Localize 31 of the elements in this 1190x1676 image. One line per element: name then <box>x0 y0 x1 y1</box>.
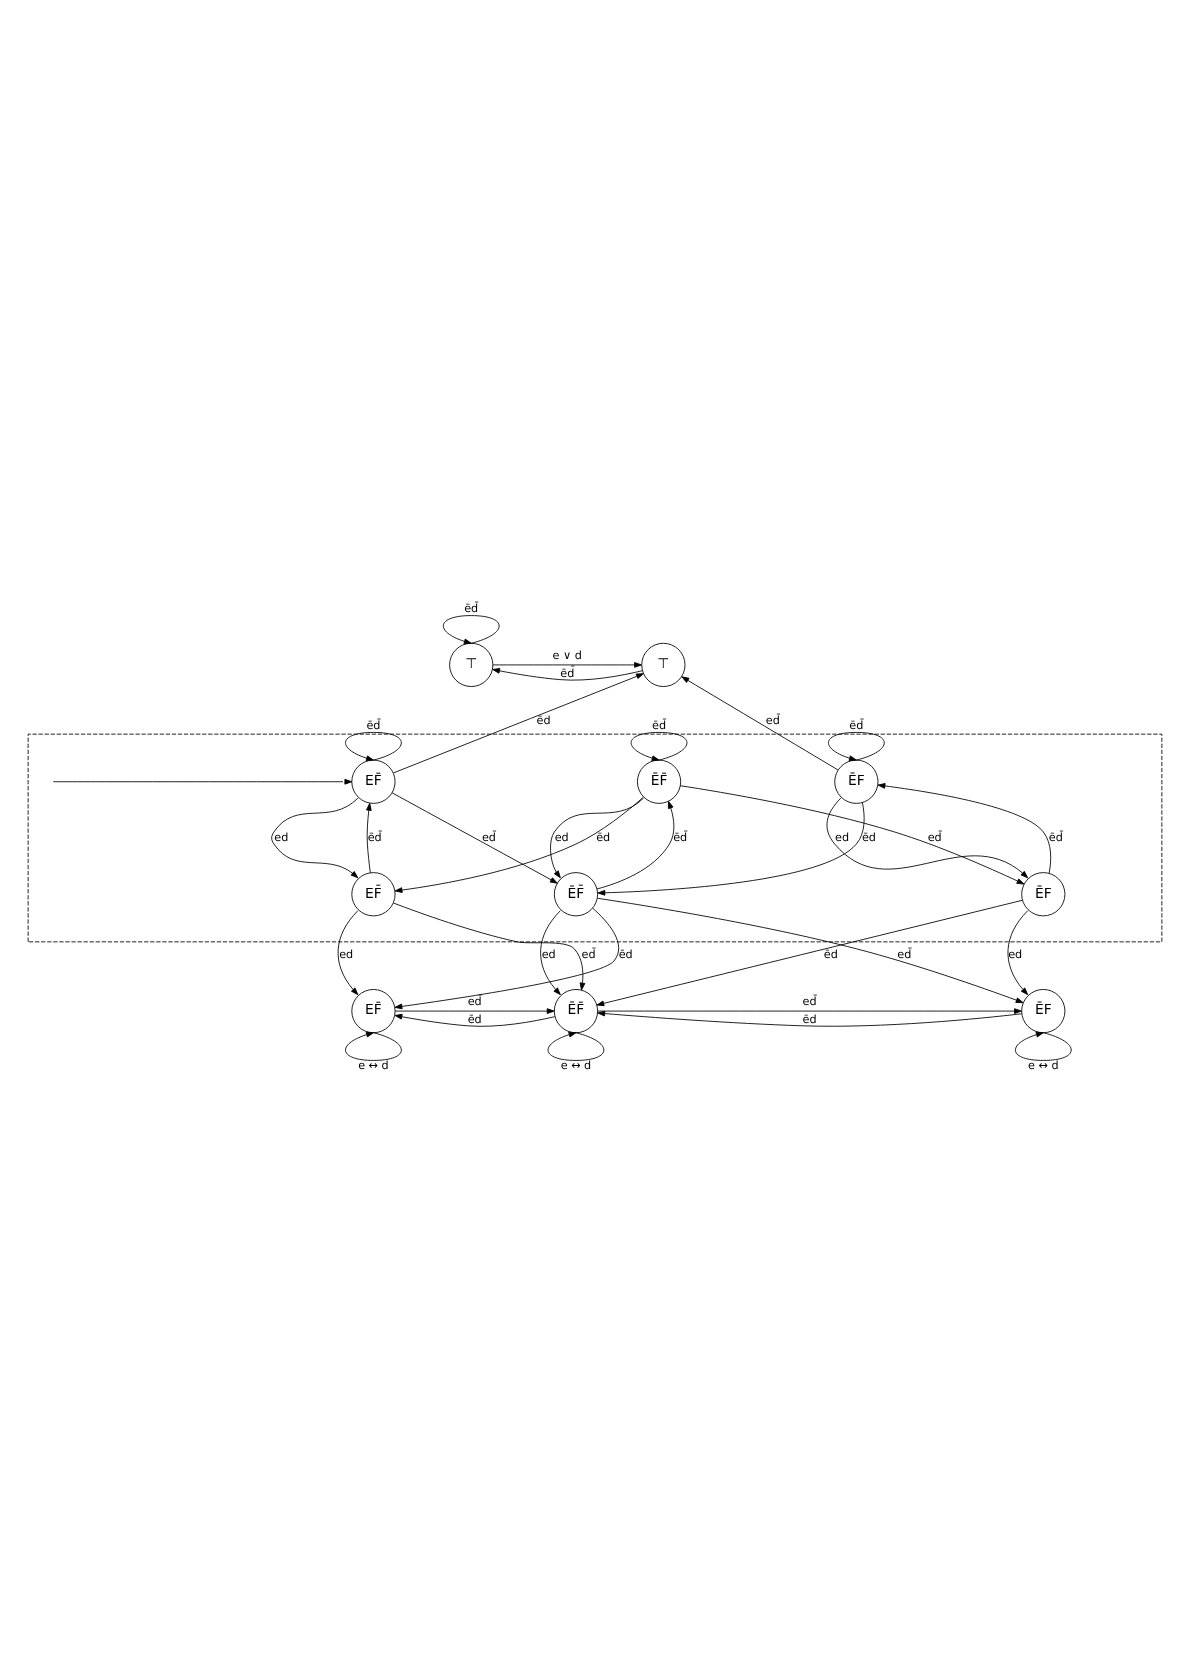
arrow <box>345 731 402 761</box>
arrow <box>597 1010 1023 1027</box>
arrow <box>443 615 500 645</box>
arrow <box>550 797 644 879</box>
arrow <box>1007 910 1029 996</box>
arrow <box>826 797 1029 879</box>
arrow <box>394 1013 556 1027</box>
arrow <box>492 662 642 668</box>
arrow <box>681 676 839 771</box>
arrow <box>828 731 885 761</box>
arrow <box>393 673 644 774</box>
arrow <box>337 910 359 996</box>
arrow <box>394 796 644 893</box>
arrow <box>392 902 586 991</box>
arrow <box>596 800 675 890</box>
arrow <box>391 792 558 884</box>
arrow <box>394 907 620 1010</box>
arrow <box>345 1031 402 1061</box>
arrow <box>1015 1031 1072 1061</box>
arrow <box>271 797 359 879</box>
arrow <box>680 785 1025 885</box>
arrow <box>492 668 643 681</box>
arrow <box>877 783 1052 874</box>
arrow <box>597 1008 1022 1014</box>
arrow <box>597 802 865 896</box>
arrow <box>394 1008 555 1014</box>
arrow <box>540 910 561 996</box>
arrow <box>547 1031 605 1061</box>
arrow <box>630 731 688 761</box>
arrow <box>54 778 353 785</box>
arrow <box>366 802 372 874</box>
